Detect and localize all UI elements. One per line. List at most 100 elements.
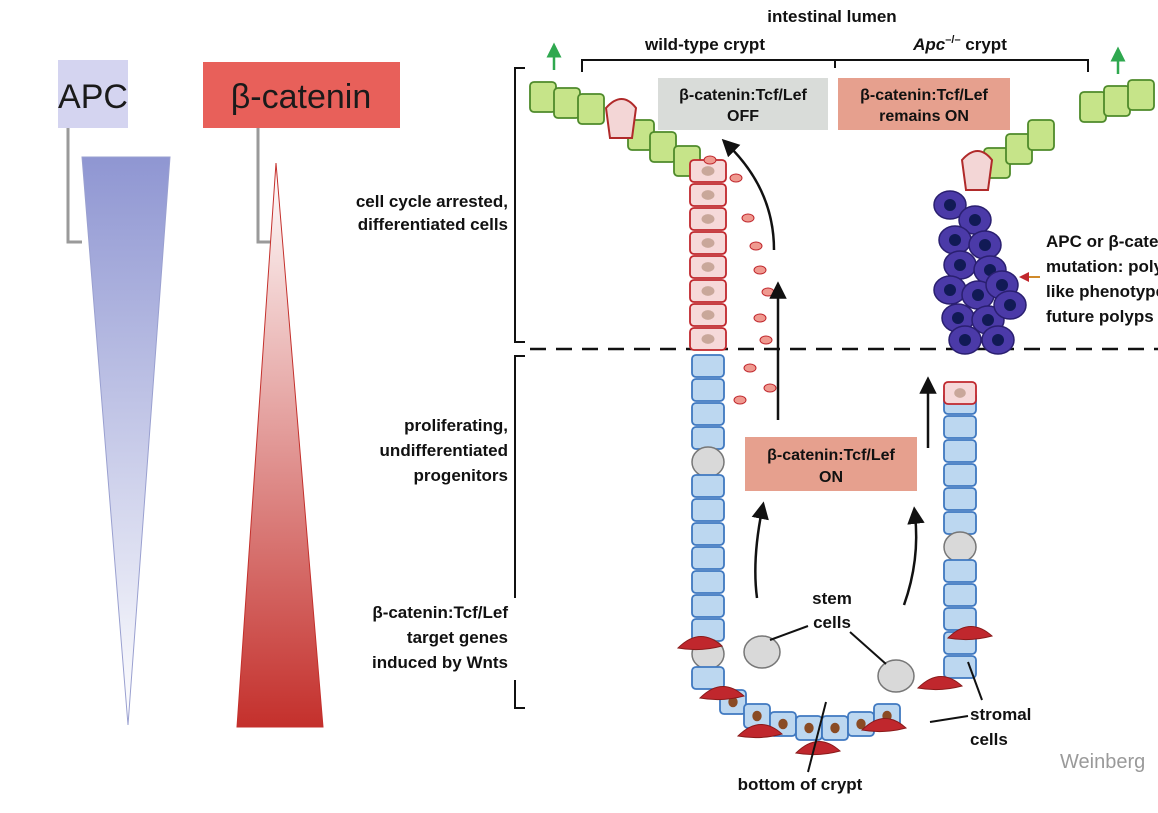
surface-cell-right: [1127, 79, 1155, 111]
progenitor-cell-left: [691, 594, 725, 618]
svg-text:β-catenin:Tcf/Lef: β-catenin:Tcf/Lef: [860, 87, 988, 104]
progenitor-cell-right: [943, 415, 977, 439]
progenitor-cell-right: [943, 439, 977, 463]
granule: [741, 213, 755, 223]
progenitor-cell-right: [943, 559, 977, 583]
stromal-cells-label: stromal cells: [970, 705, 1031, 749]
granule: [759, 335, 773, 345]
surface-cell-right: [1103, 85, 1131, 117]
svg-text:β-catenin:Tcf/Lef: β-catenin:Tcf/Lef: [372, 603, 508, 622]
stem-cell-right: [877, 659, 915, 693]
svg-text:cells: cells: [813, 613, 851, 632]
svg-text:differentiated cells: differentiated cells: [358, 215, 508, 234]
apc-label: APC: [58, 78, 128, 116]
progenitor-bracket: [514, 355, 525, 709]
stromal-cell: [676, 636, 724, 651]
bottom-of-crypt-label: bottom of crypt: [738, 775, 863, 794]
granule: [761, 287, 775, 297]
granule: [753, 265, 767, 275]
svg-text:ON: ON: [819, 469, 843, 486]
progenitor-cell-left: [691, 426, 725, 450]
differentiated-bracket: [514, 67, 525, 343]
goblet-cell-left: [604, 98, 638, 139]
stem-cell-left: [743, 635, 781, 669]
status-on-box: β-catenin:Tcf/Lef ON: [745, 437, 917, 491]
surface-cell-left: [529, 81, 557, 113]
stem-cells-label: stem cells: [812, 589, 852, 632]
granule: [729, 173, 743, 183]
svg-text:cell cycle arrested,: cell cycle arrested,: [356, 192, 508, 211]
svg-text:cells: cells: [970, 730, 1008, 749]
wild-type-label: wild-type crypt: [644, 35, 765, 54]
stromal-cell: [860, 718, 908, 733]
mitotic-cell-right: [943, 531, 977, 563]
stromal-pointer-1: [929, 715, 969, 723]
progenitors-label: proliferating, undifferentiated progenit…: [380, 408, 508, 500]
surface-cell-right: [1079, 91, 1107, 123]
progenitor-cell-left: [691, 354, 725, 378]
progenitor-cell-right: [943, 655, 977, 679]
svg-text:mutation: polyp-: mutation: polyp-: [1046, 257, 1158, 276]
surface-cell-left: [649, 131, 677, 163]
progenitor-cell-left: [691, 378, 725, 402]
apc-connector: [66, 128, 82, 244]
svg-text:like phenotype,: like phenotype,: [1046, 282, 1158, 301]
beta-catenin-connector: [256, 128, 276, 244]
progenitor-cell-right: [943, 583, 977, 607]
svg-text:target genes: target genes: [407, 628, 508, 647]
svg-text:β-catenin:Tcf/Lef: β-catenin:Tcf/Lef: [679, 87, 807, 104]
migration-arrow-left-upper: [721, 138, 776, 251]
progenitor-cell-right: [943, 487, 977, 511]
header-bracket: [581, 59, 1089, 72]
granule: [763, 383, 777, 393]
stem-pointer-left: [769, 625, 809, 641]
progenitor-cell-right: [943, 463, 977, 487]
migration-arrow-left-lower: [751, 501, 769, 599]
stem-pointer-right: [849, 631, 887, 665]
bottom-pointer: [807, 701, 827, 773]
apc-gradient: APC: [58, 60, 171, 726]
granule: [753, 313, 767, 323]
stromal-pointer-2: [967, 661, 983, 701]
differentiated-label: cell cycle arrested, differentiated cell…: [356, 192, 508, 234]
lumen-label: intestinal lumen: [767, 7, 896, 26]
svg-text:induced by Wnts: induced by Wnts: [372, 653, 508, 672]
beta-catenin-gradient: β-catenin: [203, 62, 400, 728]
beta-catenin-label-box: [203, 62, 400, 128]
granule: [749, 241, 763, 251]
goblet-cell-right: [960, 150, 994, 191]
migration-arrow-right-lower: [902, 506, 925, 606]
granule: [733, 395, 747, 405]
progenitor-cell-left: [691, 546, 725, 570]
svg-text:future polyps: future polyps: [1046, 307, 1154, 326]
surface-cell-right: [1027, 119, 1055, 151]
granule: [703, 155, 717, 165]
credit-label: Weinberg: [1060, 751, 1145, 773]
svg-text:APC or β-catenin: APC or β-catenin: [1046, 232, 1158, 251]
mitotic-cell-left: [691, 446, 725, 478]
wnt-target-label: β-catenin:Tcf/Lef target genes induced b…: [372, 598, 518, 680]
svg-text:progenitors: progenitors: [414, 466, 508, 485]
apc-decreasing-wedge: [81, 156, 171, 726]
beta-catenin-increasing-wedge: [236, 162, 324, 728]
mutation-label: APC or β-catenin mutation: polyp- like p…: [1046, 232, 1158, 326]
apc-crypt-label: Apc–/– crypt: [912, 34, 1007, 54]
svg-text:remains ON: remains ON: [879, 108, 969, 125]
svg-text:stem: stem: [812, 589, 852, 608]
svg-text:stromal: stromal: [970, 705, 1031, 724]
svg-text:OFF: OFF: [727, 108, 759, 125]
stromal-cell: [736, 724, 784, 739]
progenitor-cell-left: [691, 402, 725, 426]
stromal-cell: [794, 741, 842, 756]
progenitor-cell-left: [691, 498, 725, 522]
progenitor-cell-left: [691, 570, 725, 594]
apc-label-box: [58, 60, 128, 128]
svg-text:proliferating,: proliferating,: [404, 416, 508, 435]
progenitor-cell-left: [691, 474, 725, 498]
surface-cell-left: [553, 87, 581, 119]
progenitor-cell-right: [943, 511, 977, 535]
status-remains-on-box: β-catenin:Tcf/Lef remains ON: [838, 78, 1010, 130]
progenitor-cell-left: [691, 522, 725, 546]
